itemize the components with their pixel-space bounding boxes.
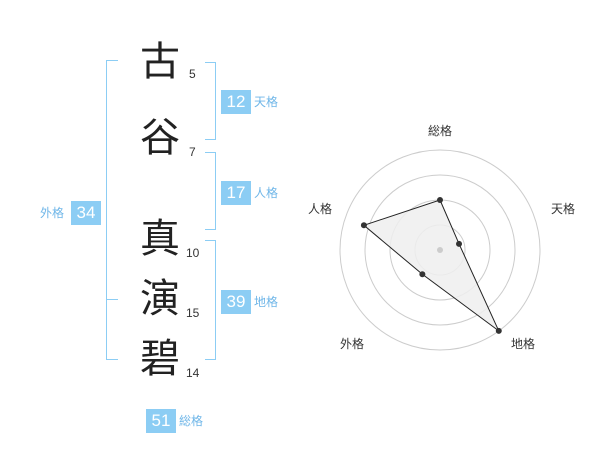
soukaku-label: 総格 bbox=[179, 414, 204, 428]
gaikaku-bracket-tick bbox=[106, 299, 118, 300]
chikaku-value: 39 bbox=[221, 290, 251, 314]
name-char-1: 古 bbox=[140, 39, 180, 85]
radar-center-dot bbox=[437, 247, 443, 253]
radar-axis-label-tenkaku: 天格 bbox=[551, 202, 576, 216]
gaikaku-value: 34 bbox=[71, 201, 101, 225]
tenkaku-value: 12 bbox=[221, 90, 251, 114]
stroke-count-3: 10 bbox=[186, 246, 200, 260]
gaikaku-bracket bbox=[106, 60, 118, 360]
chikaku-bracket bbox=[205, 240, 216, 360]
tenkaku-bracket bbox=[205, 62, 216, 140]
radar-point-2 bbox=[456, 240, 463, 247]
soukaku-value: 51 bbox=[146, 409, 176, 433]
gaikaku-label: 外格 bbox=[40, 206, 65, 220]
stroke-count-5: 14 bbox=[186, 366, 200, 380]
name-char-3: 真 bbox=[140, 216, 180, 262]
name-char-5: 碧 bbox=[140, 336, 180, 382]
radar-point-4 bbox=[419, 271, 426, 278]
radar-grid-ring bbox=[339, 149, 541, 351]
radar-axis-label-gaikaku: 外格 bbox=[340, 337, 365, 351]
radar-axis-label-chikaku: 地格 bbox=[511, 337, 536, 351]
stroke-count-4: 15 bbox=[186, 306, 200, 320]
jinkaku-label: 人格 bbox=[254, 186, 279, 200]
stroke-count-2: 7 bbox=[189, 145, 196, 159]
chikaku-label: 地格 bbox=[254, 295, 279, 309]
tenkaku-label: 天格 bbox=[254, 95, 279, 109]
radar-axis-label-soukaku: 総格 bbox=[428, 124, 453, 138]
radar-axis-label-jinkaku: 人格 bbox=[308, 202, 333, 216]
radar-point-5 bbox=[360, 222, 367, 229]
name-char-4: 演 bbox=[140, 276, 180, 322]
jinkaku-value: 17 bbox=[221, 181, 251, 205]
radar-series-area bbox=[362, 199, 500, 332]
radar-grid-ring bbox=[364, 174, 516, 326]
stroke-count-1: 5 bbox=[189, 67, 196, 81]
radar-point-3 bbox=[495, 327, 502, 334]
radar-point-1 bbox=[437, 197, 443, 203]
jinkaku-bracket bbox=[205, 152, 216, 230]
name-char-2: 谷 bbox=[140, 115, 180, 161]
